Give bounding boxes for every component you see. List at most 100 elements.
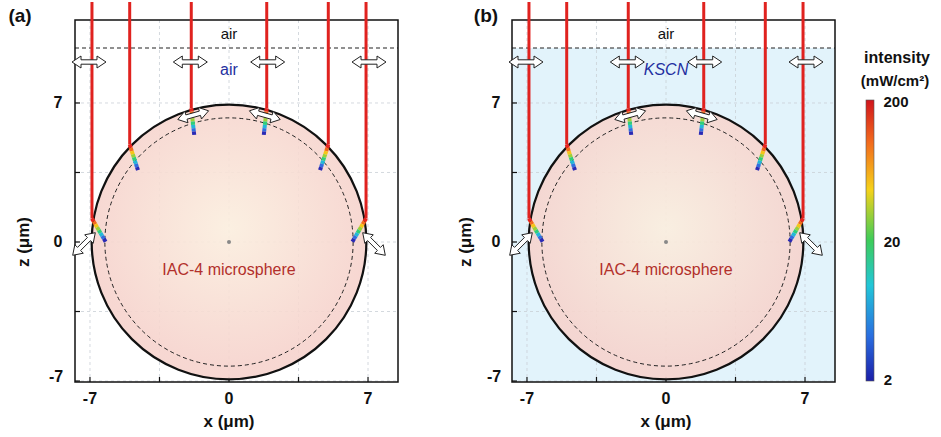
colorbar-title: intensity bbox=[864, 49, 930, 67]
grid-line bbox=[512, 102, 835, 103]
light-beam bbox=[190, 2, 193, 108]
absorption-gradient bbox=[354, 236, 356, 239]
absorption-gradient bbox=[364, 219, 366, 222]
absorption-gradient bbox=[573, 164, 574, 167]
light-beam bbox=[702, 2, 705, 108]
absorption-gradient bbox=[629, 132, 633, 135]
colorbar-unit: (mW/cm²) bbox=[861, 73, 929, 90]
medium-label: air bbox=[221, 26, 238, 43]
absorption-gradient bbox=[323, 157, 324, 160]
microsphere: IAC-4 microsphere bbox=[527, 103, 805, 381]
interface-line bbox=[512, 47, 835, 48]
light-beam bbox=[265, 2, 268, 108]
polarization-arrow bbox=[249, 108, 280, 123]
absorption-gradient bbox=[627, 118, 631, 121]
axis-title: x (μm) bbox=[203, 413, 254, 432]
colorbar-tick: 20 bbox=[884, 234, 901, 251]
polarization-arrow bbox=[173, 56, 207, 68]
sphere-label: IAC-4 microsphere bbox=[599, 205, 732, 279]
absorption-gradient bbox=[531, 221, 533, 224]
light-beam bbox=[802, 2, 805, 219]
absorption-gradient bbox=[760, 157, 761, 160]
absorption-gradient bbox=[104, 239, 106, 242]
light-beam bbox=[764, 2, 767, 145]
tick-label: 0 bbox=[54, 233, 63, 251]
absorption-gradient bbox=[701, 112, 705, 115]
absorption-gradient bbox=[758, 164, 759, 167]
sphere-outline bbox=[527, 103, 805, 381]
axis-title: z (μm) bbox=[15, 217, 34, 267]
absorption-gradient bbox=[759, 161, 760, 164]
absorption-gradient bbox=[192, 132, 196, 135]
absorption-gradient bbox=[532, 224, 534, 227]
absorption-gradient bbox=[798, 224, 800, 227]
absorption-gradient bbox=[541, 239, 543, 242]
absorption-gradient bbox=[190, 112, 194, 115]
absorption-gradient bbox=[628, 125, 632, 128]
absorption-gradient bbox=[95, 224, 97, 227]
light-beam bbox=[327, 2, 330, 145]
absorption-gradient bbox=[190, 118, 194, 121]
grid-line bbox=[368, 20, 369, 382]
medium-label: air bbox=[658, 26, 675, 43]
absorption-gradient bbox=[627, 112, 631, 115]
absorption-gradient bbox=[801, 219, 803, 222]
absorption-gradient bbox=[628, 122, 632, 125]
absorption-gradient bbox=[99, 230, 101, 233]
panel-label: (a) bbox=[8, 6, 31, 27]
absorption-gradient bbox=[761, 154, 762, 157]
tick-label: 7 bbox=[54, 94, 63, 112]
absorption-gradient bbox=[572, 161, 573, 164]
absorption-gradient bbox=[363, 221, 365, 224]
absorption-gradient bbox=[699, 128, 703, 131]
absorption-gradient bbox=[796, 227, 798, 230]
light-beam bbox=[128, 2, 131, 145]
absorption-gradient bbox=[130, 145, 131, 148]
absorption-gradient bbox=[191, 122, 195, 125]
absorption-gradient bbox=[97, 227, 99, 230]
axis-title: z (μm) bbox=[457, 217, 476, 267]
absorption-gradient bbox=[568, 148, 569, 151]
tick-label: -7 bbox=[487, 368, 501, 386]
plot-frame bbox=[512, 20, 835, 382]
absorption-gradient bbox=[791, 236, 793, 239]
absorption-gradient bbox=[627, 115, 631, 118]
absorption-gradient bbox=[321, 164, 322, 167]
plot-frame bbox=[75, 20, 398, 382]
interface-line bbox=[75, 47, 398, 48]
absorption-gradient bbox=[764, 145, 765, 148]
colorbar bbox=[866, 100, 874, 381]
colorbar-tick: 2 bbox=[884, 372, 892, 389]
absorption-gradient bbox=[263, 125, 267, 128]
center-dot bbox=[664, 240, 668, 244]
absorption-gradient bbox=[356, 233, 358, 236]
absorption-gradient bbox=[359, 227, 361, 230]
absorption-gradient bbox=[534, 227, 536, 230]
absorption-gradient bbox=[324, 154, 325, 157]
absorption-gradient bbox=[570, 154, 571, 157]
absorption-gradient bbox=[133, 154, 134, 157]
absorption-gradient bbox=[322, 161, 323, 164]
inner-circle bbox=[542, 118, 790, 366]
absorption-gradient bbox=[263, 118, 267, 121]
polarization-arrow bbox=[251, 56, 285, 68]
polarization-arrow bbox=[800, 233, 823, 256]
medium-label: air bbox=[220, 61, 238, 79]
grid-line bbox=[89, 20, 90, 382]
tick-label: 0 bbox=[662, 390, 671, 408]
absorption-gradient bbox=[701, 108, 705, 111]
polarization-arrow bbox=[72, 56, 106, 68]
absorption-gradient bbox=[136, 164, 137, 167]
absorption-gradient bbox=[263, 122, 267, 125]
absorption-gradient bbox=[327, 145, 328, 148]
absorption-gradient bbox=[352, 239, 354, 242]
absorption-gradient bbox=[574, 167, 575, 170]
panel-label: (b) bbox=[474, 6, 498, 27]
polarization-arrow bbox=[510, 233, 533, 256]
absorption-gradient bbox=[628, 128, 632, 131]
absorption-gradient bbox=[325, 151, 326, 154]
polarization-arrow bbox=[610, 56, 644, 68]
absorption-gradient bbox=[793, 233, 795, 236]
light-beam bbox=[365, 2, 368, 219]
absorption-gradient bbox=[701, 115, 705, 118]
